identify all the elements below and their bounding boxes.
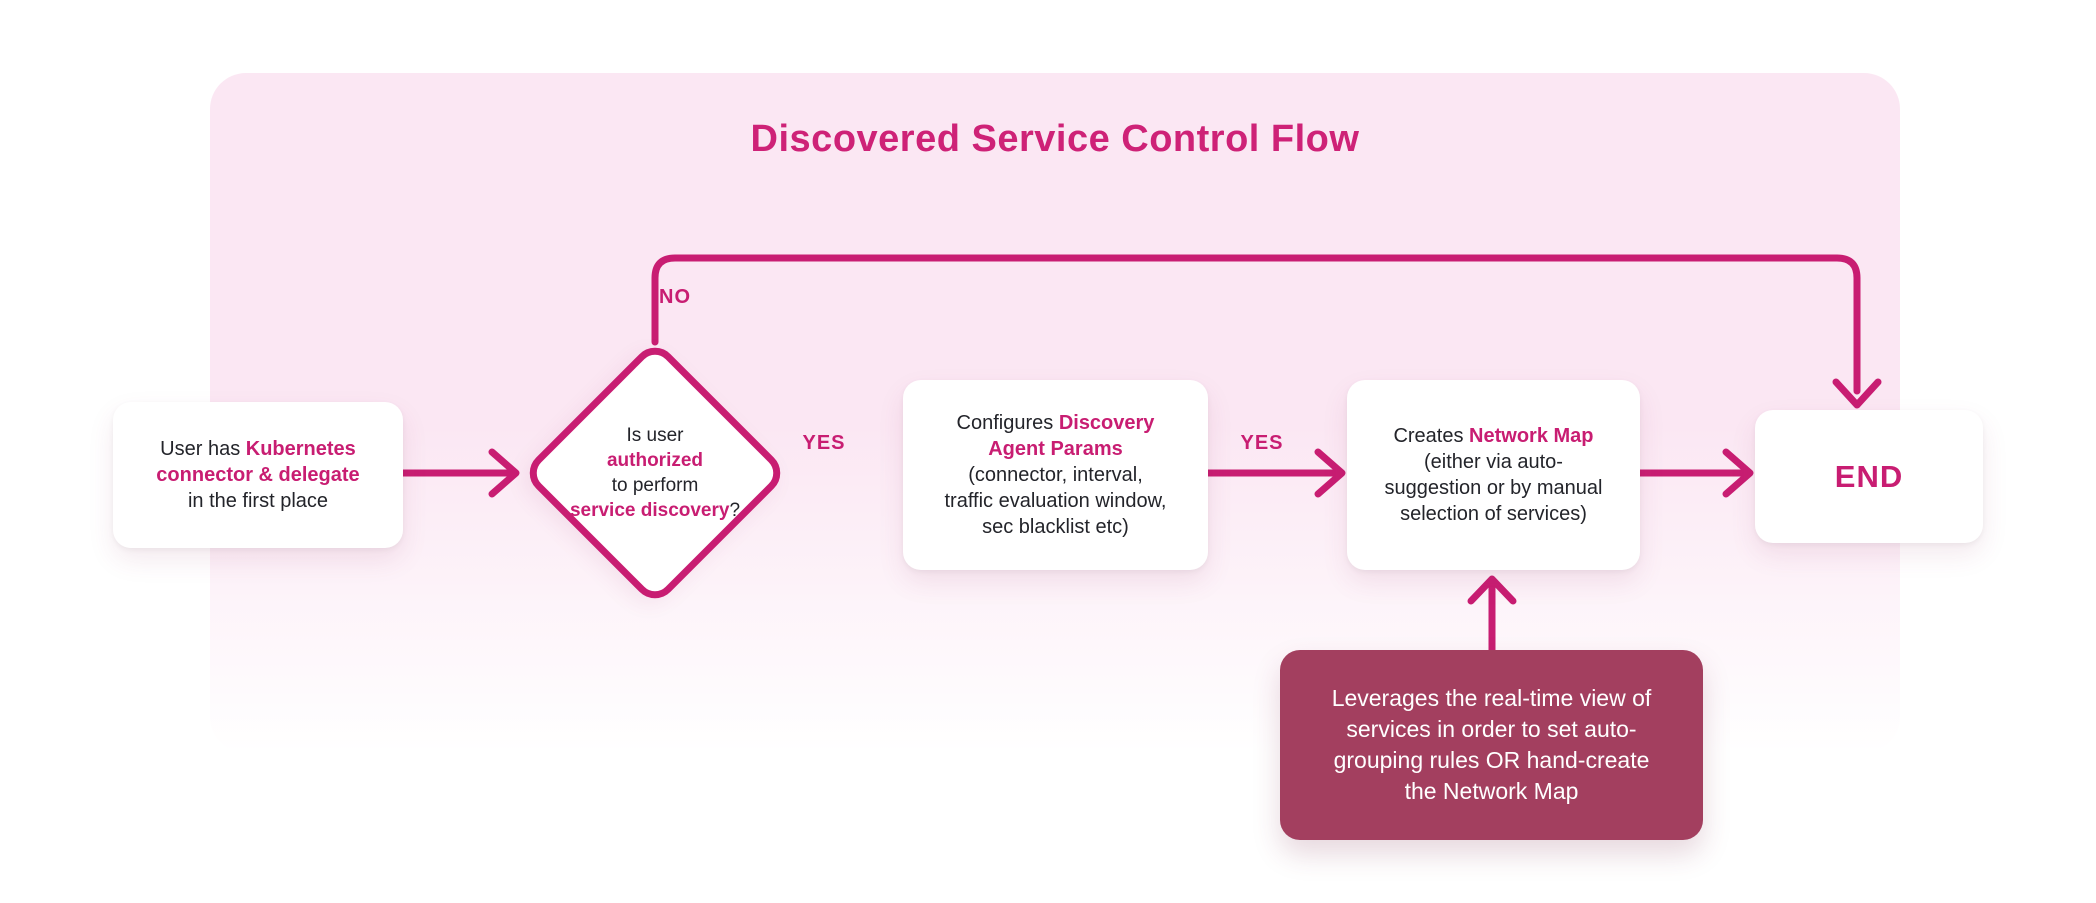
text-segment: ? <box>729 500 741 521</box>
highlighted-text-segment: connector & delegate <box>156 464 360 486</box>
text-segment: (connector, interval, <box>968 464 1143 486</box>
node-end: END <box>1755 410 1983 543</box>
node-start-prerequisite: User has Kubernetes connector & delegate i… <box>113 402 403 548</box>
text-segment: selection of services) <box>1400 503 1587 525</box>
text-segment: grouping rules OR hand-create <box>1333 747 1650 773</box>
note-network-map-callout: Leverages the real-time view of services … <box>1280 650 1703 840</box>
node-decision-authorized: Is user authorized to perform service disco… <box>535 398 775 548</box>
edge-label-yes-to-create: YES <box>1240 432 1284 454</box>
rich-text: Is user authorized to perform service disco… <box>570 423 740 523</box>
edge-label-no: NO <box>659 286 691 308</box>
text-segment: (either via auto- <box>1424 451 1563 473</box>
text-segment: to perform <box>611 475 699 496</box>
highlighted-text-segment: Network Map <box>1469 425 1594 447</box>
highlighted-text-segment: Agent Params <box>988 438 1123 460</box>
highlighted-text-segment: Kubernetes <box>245 438 356 460</box>
text-segment: sec blacklist etc) <box>982 516 1129 538</box>
arrow-start-to-decision <box>399 448 520 498</box>
arrow-create-to-end <box>1636 448 1754 498</box>
text-segment: services in order to set auto- <box>1346 716 1637 742</box>
rich-text: Creates Network Map (either via auto-sugg… <box>1385 423 1603 527</box>
rich-text: Leverages the real-time view of services … <box>1332 683 1652 807</box>
text-segment: the Network Map <box>1404 778 1579 804</box>
text-segment: User has <box>160 438 246 460</box>
arrow-decision-to-configure <box>1204 448 1346 498</box>
highlighted-text-segment: authorized <box>606 450 704 471</box>
text-segment: traffic evaluation window, <box>944 490 1167 512</box>
text-segment: Is user <box>626 425 684 446</box>
highlighted-text-segment: Discovery <box>1058 412 1155 434</box>
highlighted-text-segment: service discovery <box>569 500 730 521</box>
text-segment: Leverages the real-time view of <box>1331 685 1652 711</box>
text-segment: Creates <box>1393 425 1470 447</box>
text-segment: Configures <box>956 412 1059 434</box>
text-segment: suggestion or by manual <box>1384 477 1603 499</box>
arrow-note-to-create <box>1467 575 1517 654</box>
diagram-title: Discovered Service Control Flow <box>750 118 1360 160</box>
no-return-path-to-end <box>651 254 1882 409</box>
text-segment: in the first place <box>187 490 329 512</box>
node-create-network-map: Creates Network Map (either via auto-sugg… <box>1347 380 1640 570</box>
edge-label-yes-to-configure: YES <box>802 432 846 454</box>
rich-text: User has Kubernetes connector & delegate i… <box>156 436 359 514</box>
